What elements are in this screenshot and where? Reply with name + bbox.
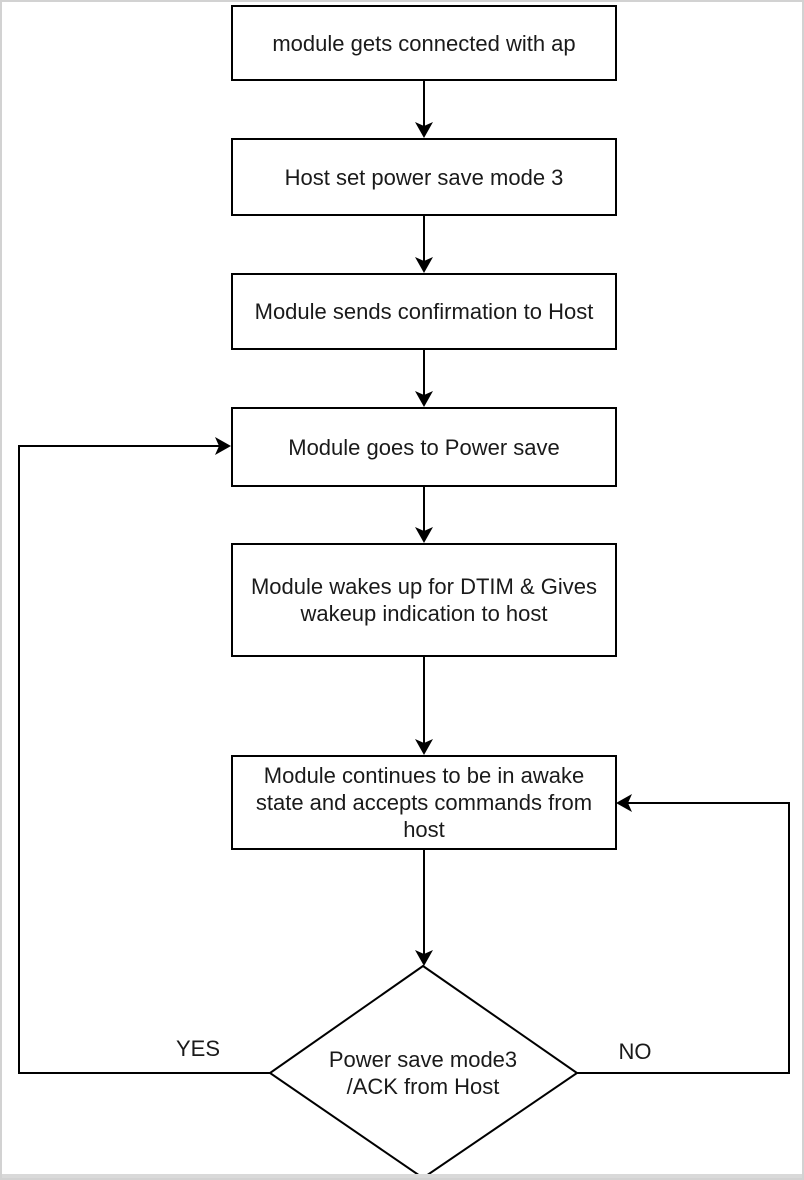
connector-1-arrowhead: [415, 122, 433, 138]
yes-loop-line: [18, 445, 270, 1074]
node-module-awake-state: Module continues to be in awake state an…: [231, 755, 617, 850]
bottom-gray-strip: [2, 1174, 802, 1178]
node-module-connected: module gets connected with ap: [231, 5, 617, 81]
no-loop-line: [577, 802, 790, 1074]
connector-3-arrowhead: [415, 391, 433, 407]
node-module-wakes-dtim: Module wakes up for DTIM & Gives wakeup …: [231, 543, 617, 657]
connector-5-arrowhead: [415, 739, 433, 755]
yes-loop-arrowhead: [215, 437, 231, 455]
node-module-sends-confirmation: Module sends confirmation to Host: [231, 273, 617, 350]
decision-diamond-label: Power save mode3 /ACK from Host: [328, 1047, 518, 1099]
decision-diamond-shape: [268, 964, 579, 1178]
yes-branch-label: YES: [175, 1036, 221, 1061]
node-host-set-power-save-mode: Host set power save mode 3: [231, 138, 617, 216]
no-branch-label: NO: [618, 1039, 652, 1064]
connector-6-arrowhead: [415, 950, 433, 966]
connector-2-arrowhead: [415, 257, 433, 273]
node-module-goes-power-save: Module goes to Power save: [231, 407, 617, 487]
connector-4-arrowhead: [415, 527, 433, 543]
no-loop-arrowhead: [616, 794, 632, 812]
